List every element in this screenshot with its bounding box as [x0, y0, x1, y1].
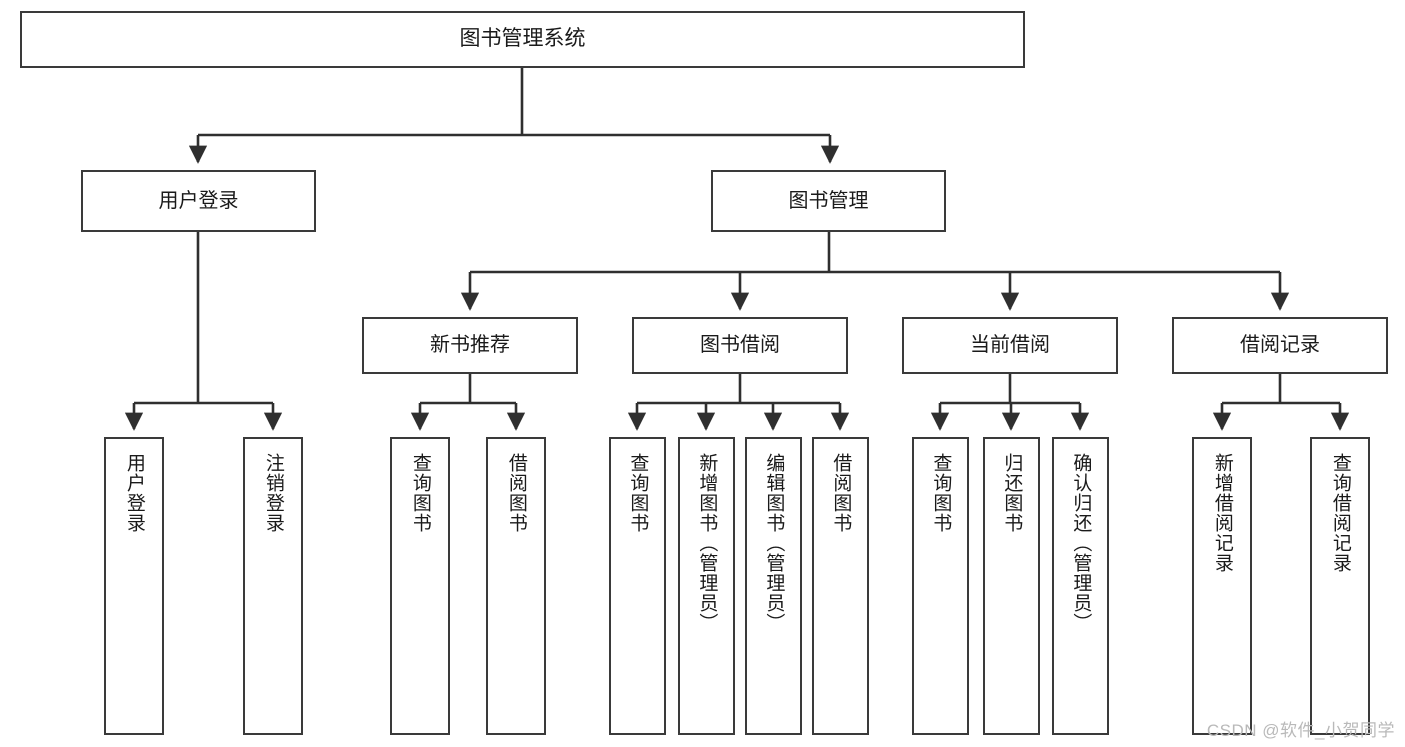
leaf-borrow-lend[interactable]: 借阅图书 [812, 437, 869, 735]
leaf-rec-add[interactable]: 新增借阅记录 [1192, 437, 1252, 735]
node-root[interactable]: 图书管理系统 [20, 11, 1025, 68]
leaf-rec-borrow-label: 借阅图书 [505, 453, 527, 533]
node-borrow-record-label: 借阅记录 [1240, 334, 1320, 356]
node-book-manage-label: 图书管理 [788, 189, 869, 212]
node-user-login-label: 用户登录 [158, 189, 239, 212]
csdn-watermark: CSDN @软件_小贺同学 [1206, 721, 1395, 740]
leaf-cur-return-label: 归还图书 [1001, 453, 1023, 533]
leaf-user-logout[interactable]: 注销登录 [243, 437, 303, 735]
leaf-borrow-add[interactable]: 新增图书（管理员） [678, 437, 735, 735]
leaf-borrow-add-label: 新增图书（管理员） [696, 453, 718, 633]
leaf-rec-query[interactable]: 查询图书 [390, 437, 450, 735]
leaf-user-login[interactable]: 用户登录 [104, 437, 164, 735]
leaf-borrow-edit-label: 编辑图书（管理员） [763, 453, 785, 633]
leaf-user-logout-label: 注销登录 [262, 453, 284, 533]
node-new-book-rec-label: 新书推荐 [430, 334, 510, 356]
node-user-login[interactable]: 用户登录 [81, 170, 316, 232]
leaf-borrow-edit[interactable]: 编辑图书（管理员） [745, 437, 802, 735]
leaf-cur-query-label: 查询图书 [930, 453, 952, 533]
leaf-cur-confirm-label: 确认归还（管理员） [1070, 453, 1092, 633]
leaf-rec-query2-label: 查询借阅记录 [1329, 453, 1351, 573]
leaf-cur-return[interactable]: 归还图书 [983, 437, 1040, 735]
leaf-cur-query[interactable]: 查询图书 [912, 437, 969, 735]
node-book-borrow-label: 图书借阅 [700, 334, 780, 356]
node-new-book-rec[interactable]: 新书推荐 [362, 317, 578, 374]
node-current-borrow[interactable]: 当前借阅 [902, 317, 1118, 374]
leaf-rec-query-label: 查询图书 [409, 453, 431, 533]
leaf-borrow-lend-label: 借阅图书 [830, 453, 852, 533]
node-book-borrow[interactable]: 图书借阅 [632, 317, 848, 374]
leaf-borrow-query-label: 查询图书 [627, 453, 649, 533]
node-current-borrow-label: 当前借阅 [970, 334, 1050, 356]
leaf-rec-borrow[interactable]: 借阅图书 [486, 437, 546, 735]
leaf-rec-query2[interactable]: 查询借阅记录 [1310, 437, 1370, 735]
node-book-manage[interactable]: 图书管理 [711, 170, 946, 232]
leaf-cur-confirm[interactable]: 确认归还（管理员） [1052, 437, 1109, 735]
node-borrow-record[interactable]: 借阅记录 [1172, 317, 1388, 374]
leaf-user-login-label: 用户登录 [123, 453, 145, 533]
node-root-label: 图书管理系统 [459, 27, 586, 51]
leaf-borrow-query[interactable]: 查询图书 [609, 437, 666, 735]
leaf-rec-add-label: 新增借阅记录 [1211, 453, 1233, 573]
